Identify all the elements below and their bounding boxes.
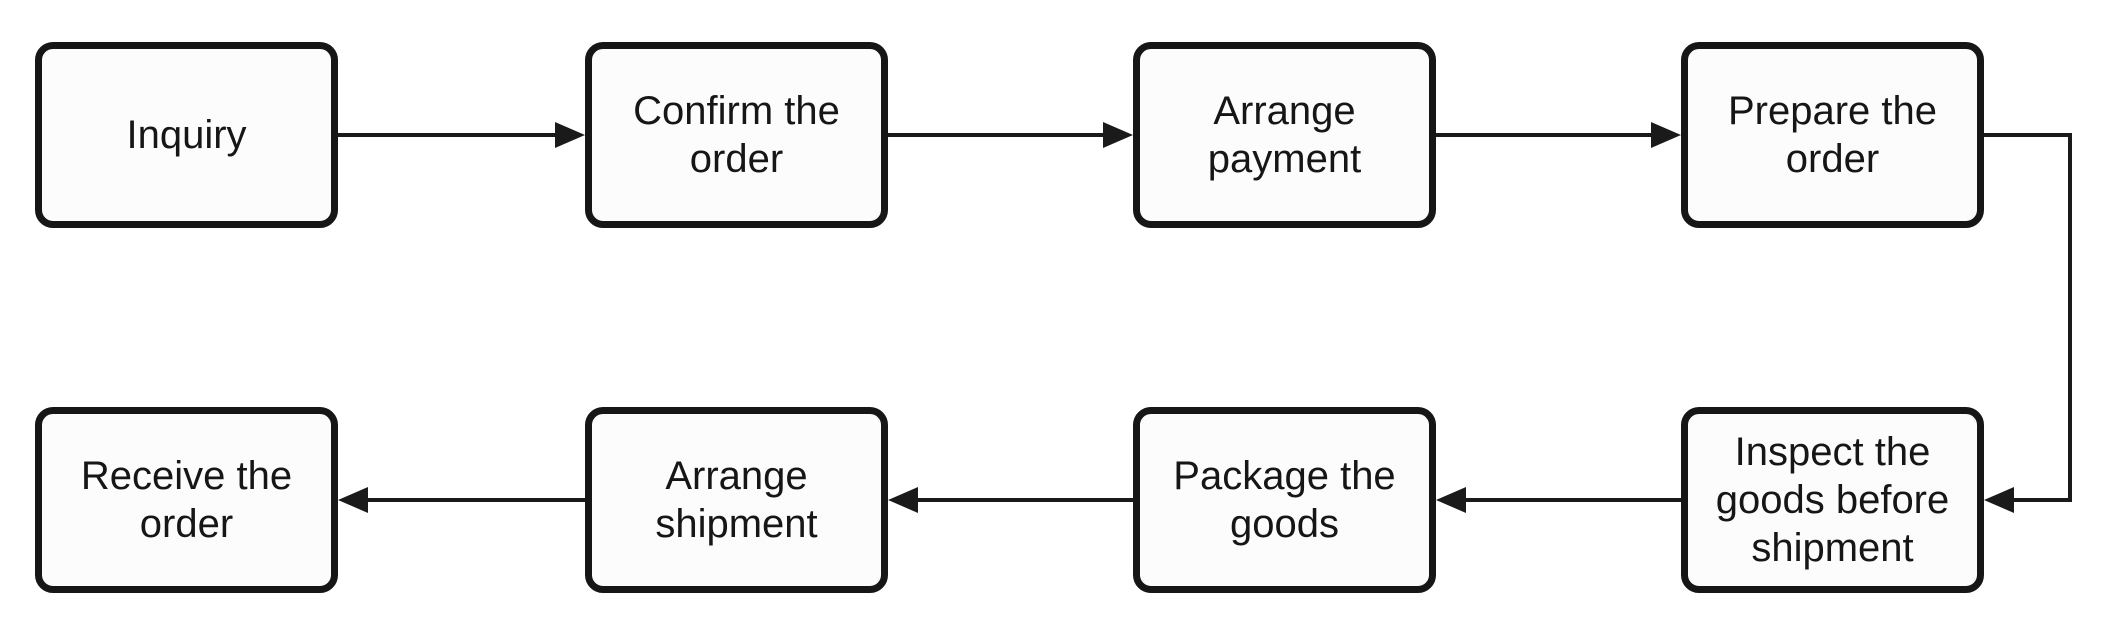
flow-node-arrange-shipment: Arrange shipment	[585, 407, 888, 593]
edge-confirm-payment-arrowhead-icon	[1103, 122, 1133, 148]
edge-inspect-package-line	[1464, 498, 1681, 502]
flow-node-prepare-order-label: Prepare the order	[1727, 89, 1938, 181]
edge-package-shipment-arrowhead-icon	[888, 487, 918, 513]
flow-node-confirm-order-label: Confirm the order	[633, 89, 840, 181]
flow-node-package-goods-label: Package the goods	[1173, 454, 1396, 546]
edge-prepare-inspect-line-vertical	[2068, 133, 2072, 502]
flow-node-receive-order: Receive the order	[35, 407, 338, 593]
flow-node-package-goods: Package the goods	[1133, 407, 1436, 593]
edge-inquiry-confirm-line	[338, 133, 557, 137]
edge-confirm-payment-line	[888, 133, 1105, 137]
edge-package-shipment-line	[916, 498, 1133, 502]
edge-payment-prepare-arrowhead-icon	[1651, 122, 1681, 148]
flow-node-inquiry: Inquiry	[35, 42, 338, 228]
edge-inspect-package-arrowhead-icon	[1436, 487, 1466, 513]
flow-node-inspect-goods: Inspect the goods before shipment	[1681, 407, 1984, 593]
edge-prepare-inspect-line-bottom	[2012, 498, 2072, 502]
edge-payment-prepare-line	[1436, 133, 1653, 137]
flow-node-arrange-payment-label: Arrange payment	[1207, 89, 1362, 181]
flow-node-receive-order-label: Receive the order	[80, 454, 293, 546]
flow-node-inspect-goods-label: Inspect the goods before shipment	[1715, 430, 1950, 570]
flow-node-arrange-payment: Arrange payment	[1133, 42, 1436, 228]
flow-node-prepare-order: Prepare the order	[1681, 42, 1984, 228]
edge-shipment-receive-arrowhead-icon	[338, 487, 368, 513]
edge-inquiry-confirm-arrowhead-icon	[555, 122, 585, 148]
edge-prepare-inspect-arrowhead-icon	[1984, 487, 2014, 513]
flow-node-arrange-shipment-label: Arrange shipment	[655, 454, 818, 546]
flow-node-confirm-order: Confirm the order	[585, 42, 888, 228]
edge-prepare-inspect-line-top	[1984, 133, 2072, 137]
edge-shipment-receive-line	[366, 498, 585, 502]
flow-node-inquiry-label: Inquiry	[126, 113, 247, 157]
